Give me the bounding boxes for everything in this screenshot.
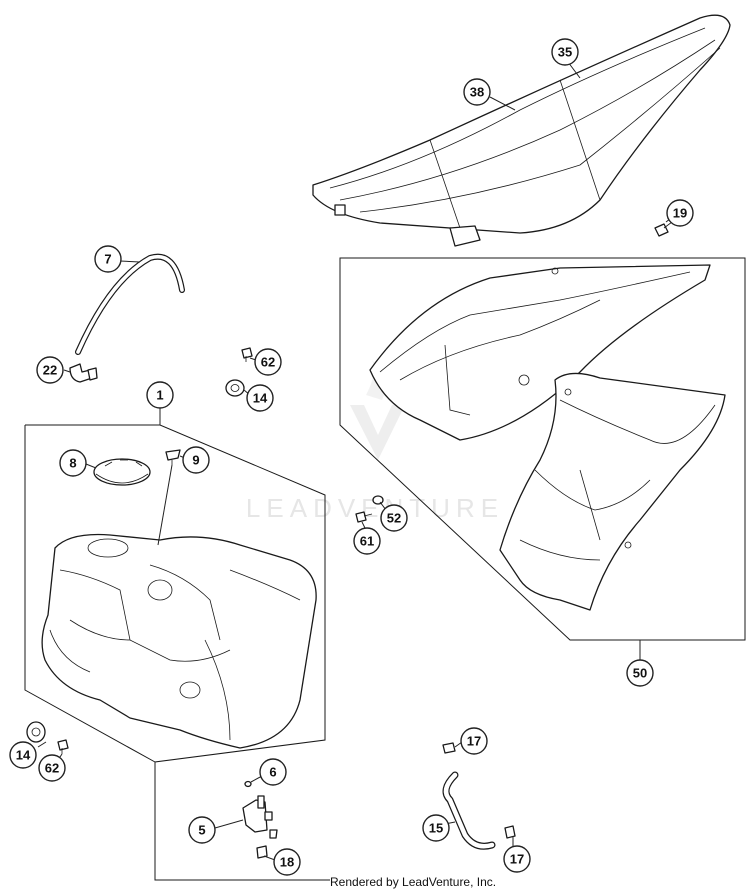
svg-text:62: 62 — [45, 761, 59, 776]
callout-22[interactable]: 22 — [36, 356, 64, 384]
svg-text:61: 61 — [360, 534, 374, 549]
hose-clamp-17-upper — [442, 742, 456, 754]
callout-17-upper[interactable]: 17 — [460, 727, 488, 755]
callout-52[interactable]: 52 — [380, 504, 408, 532]
svg-text:14: 14 — [253, 391, 268, 406]
svg-text:38: 38 — [470, 85, 484, 100]
screw-9 — [165, 449, 181, 465]
svg-text:52: 52 — [387, 511, 401, 526]
callout-17-lower[interactable]: 17 — [503, 845, 531, 873]
callout-15[interactable]: 15 — [422, 814, 450, 842]
callout-62-upper[interactable]: 62 — [254, 348, 282, 376]
fuel-hose — [442, 771, 496, 850]
callout-14-upper[interactable]: 14 — [246, 384, 274, 412]
filler-cap — [93, 458, 151, 486]
svg-text:5: 5 — [198, 823, 205, 838]
callout-19[interactable]: 19 — [666, 199, 694, 227]
side-panel-right — [499, 372, 726, 611]
side-panel-left — [369, 264, 711, 441]
callout-6[interactable]: 6 — [259, 758, 287, 786]
bushing-14-lower — [26, 721, 46, 743]
svg-text:62: 62 — [261, 355, 275, 370]
render-credit: Rendered by LeadVenture, Inc. — [330, 875, 497, 889]
callout-1[interactable]: 1 — [146, 381, 174, 409]
fuel-tap — [242, 795, 273, 833]
callout-5[interactable]: 5 — [188, 816, 216, 844]
callout-8[interactable]: 8 — [59, 449, 87, 477]
breather-hose — [75, 253, 185, 355]
bolt-61 — [355, 511, 373, 523]
svg-text:35: 35 — [558, 45, 572, 60]
tank-group-frame-left — [24, 425, 156, 763]
hose-clamp-17-lower — [504, 825, 516, 839]
seat — [312, 14, 731, 247]
svg-text:1: 1 — [156, 388, 163, 403]
callout-18[interactable]: 18 — [273, 848, 301, 876]
elbow-fitting — [69, 363, 98, 383]
bushing-14-upper — [225, 379, 245, 397]
svg-text:19: 19 — [673, 206, 687, 221]
fuel-tank — [41, 533, 317, 749]
callout-9[interactable]: 9 — [182, 446, 210, 474]
svg-text:17: 17 — [467, 734, 481, 749]
svg-text:15: 15 — [429, 821, 443, 836]
callout-7[interactable]: 7 — [94, 245, 122, 273]
callout-35[interactable]: 35 — [551, 38, 579, 66]
svg-text:50: 50 — [633, 666, 647, 681]
svg-text:14: 14 — [16, 748, 31, 763]
svg-text:9: 9 — [192, 453, 199, 468]
o-ring-6 — [244, 780, 252, 788]
svg-text:7: 7 — [104, 252, 111, 267]
svg-text:22: 22 — [43, 363, 57, 378]
callout-50[interactable]: 50 — [626, 659, 654, 687]
svg-text:18: 18 — [280, 855, 294, 870]
washer-52 — [372, 495, 384, 505]
svg-text:6: 6 — [269, 765, 276, 780]
bolt-62-upper — [241, 347, 253, 362]
watermark-text: LEADVENTURE — [246, 493, 504, 523]
bolt-19 — [654, 221, 673, 237]
svg-text:8: 8 — [69, 456, 76, 471]
callout-61[interactable]: 61 — [353, 527, 381, 555]
side-panels-frame — [339, 257, 746, 641]
svg-text:17: 17 — [510, 852, 524, 867]
bolt-62-lower — [57, 739, 69, 754]
callout-38[interactable]: 38 — [463, 78, 491, 106]
callout-62-lower[interactable]: 62 — [38, 754, 66, 782]
screw-18 — [256, 829, 278, 859]
callout-14-lower[interactable]: 14 — [9, 741, 37, 769]
